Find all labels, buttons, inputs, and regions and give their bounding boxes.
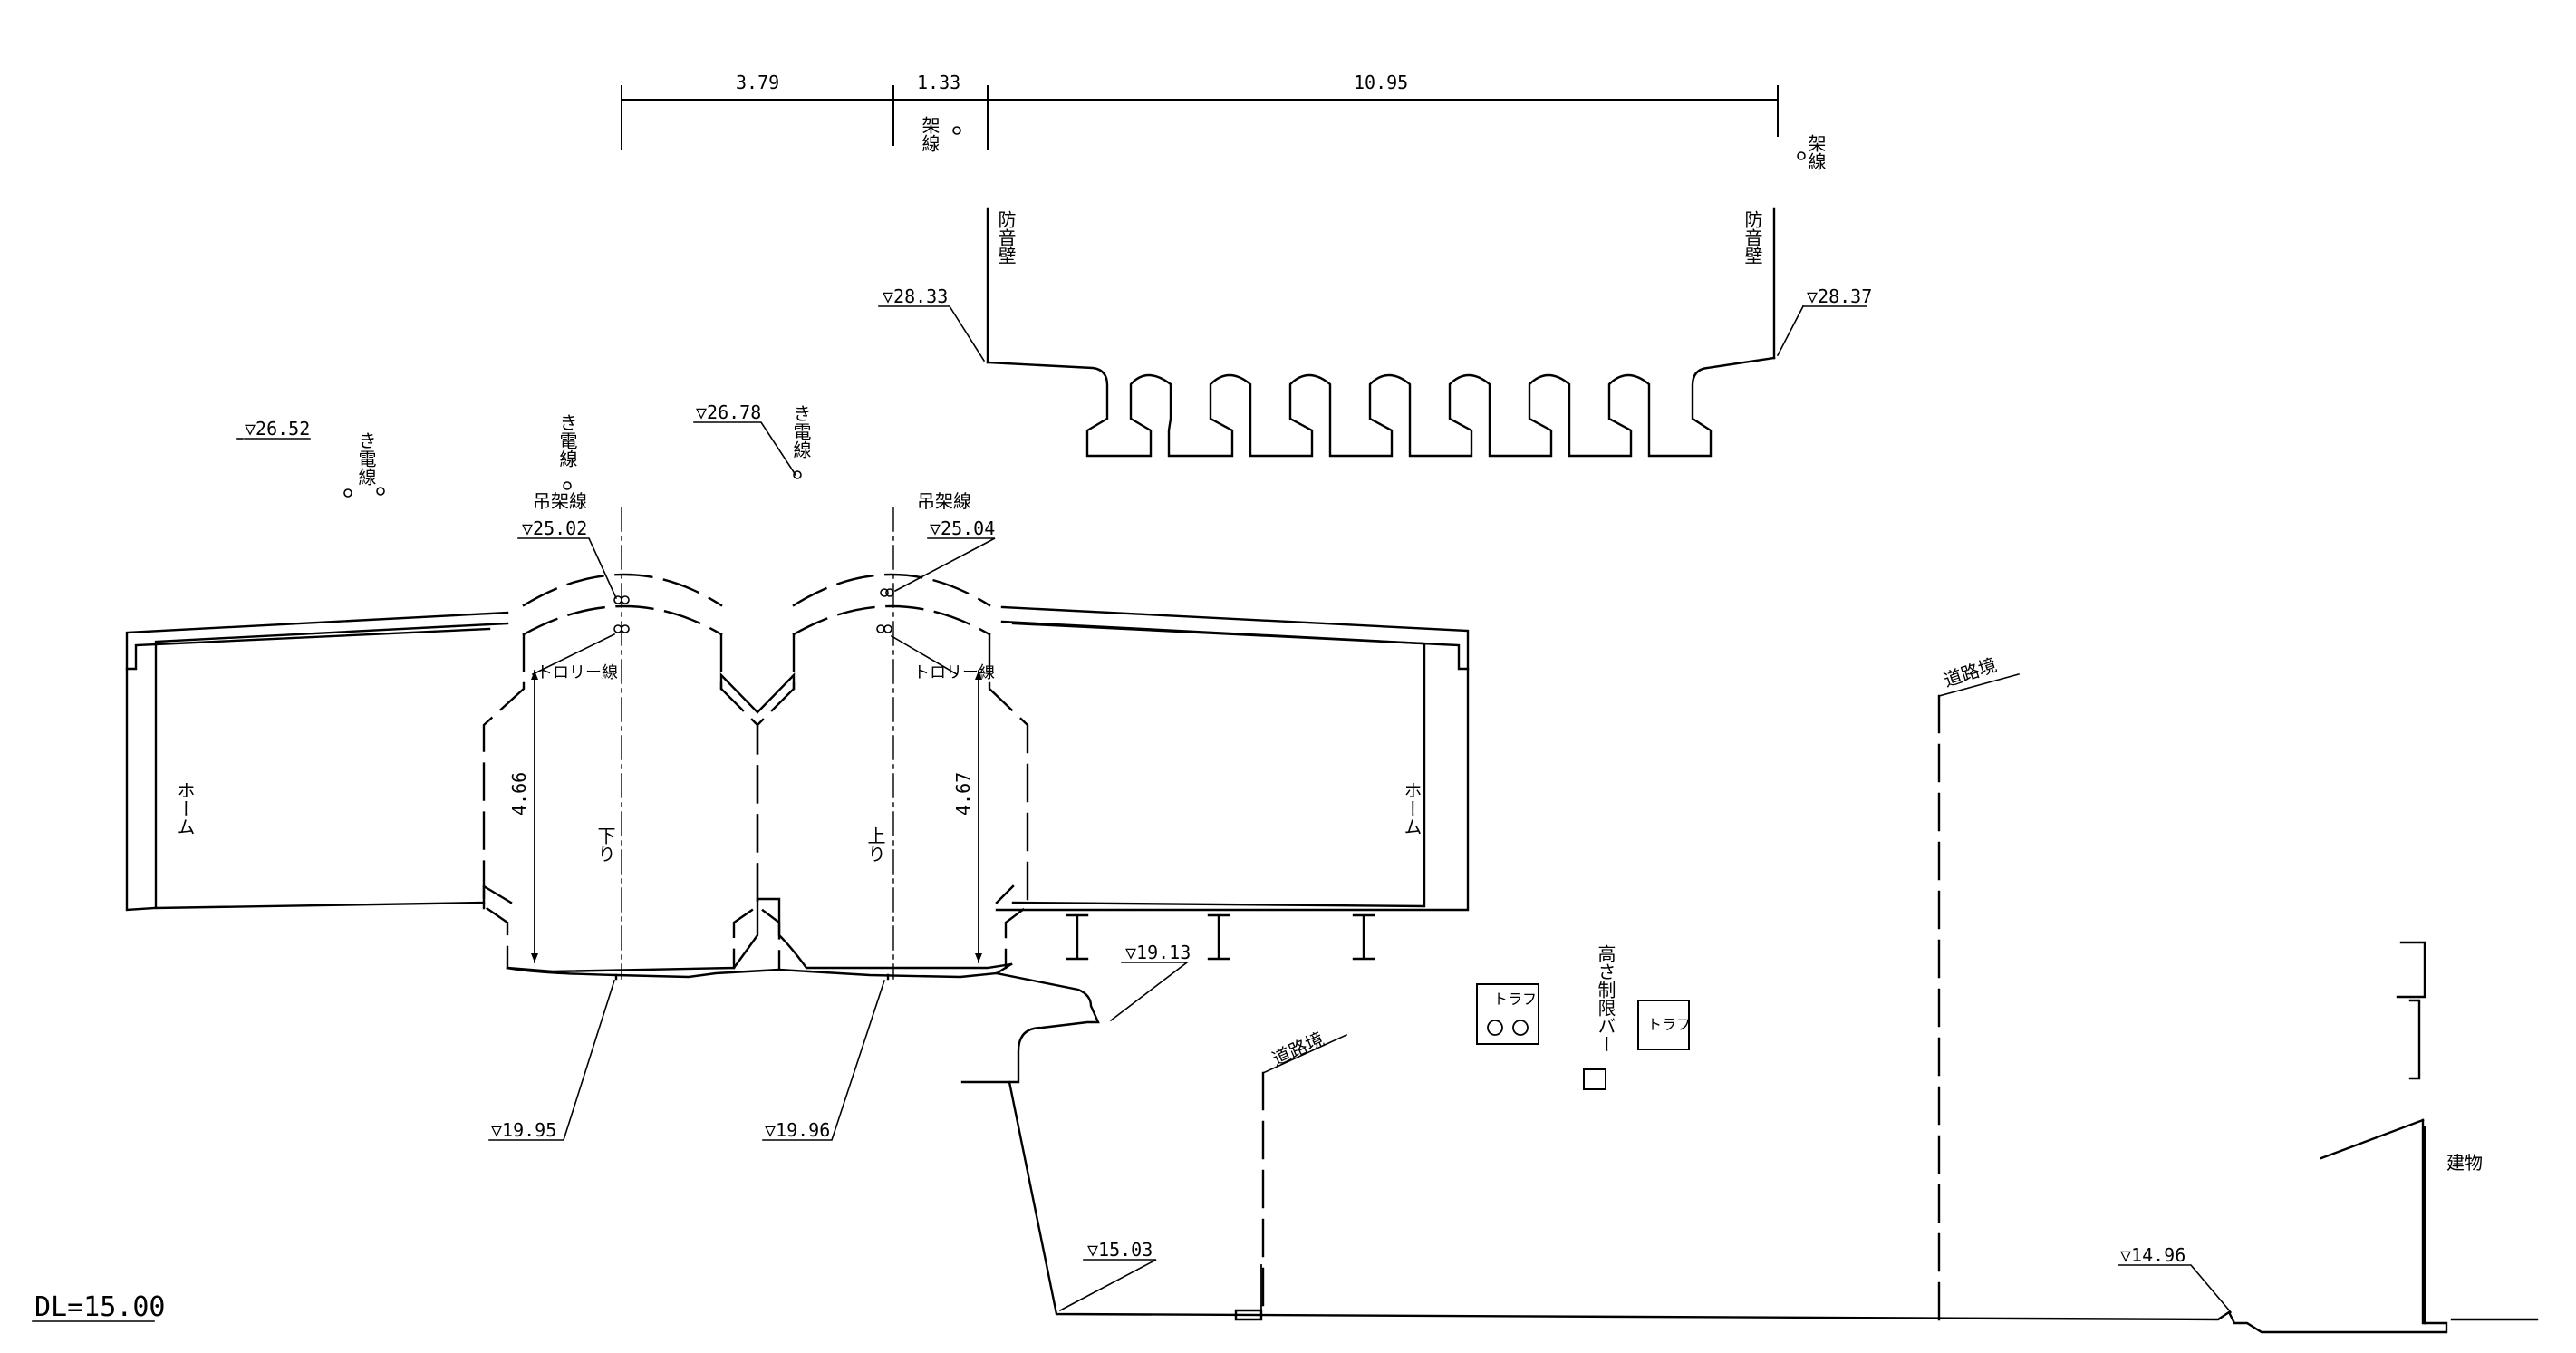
label-boon-right: 防音壁 <box>1741 210 1763 265</box>
label-doro-left: 道路境 <box>1269 1028 1327 1069</box>
track-bed <box>506 672 1013 981</box>
trough-box-1 <box>1476 983 1539 1045</box>
i-beams <box>1066 913 1375 961</box>
label-trolley-left: トロリー線 <box>536 663 618 682</box>
label-kudari: 下り <box>594 826 616 863</box>
gauge-down-track <box>482 573 759 970</box>
label-kasen-right: 架線 <box>1805 134 1827 170</box>
gauge-up-track <box>756 573 1029 970</box>
label-chokasen-left: 吊架線 <box>533 490 587 512</box>
dim-3-79: 3.79 <box>736 72 779 93</box>
label-home-right: ホーム <box>1401 781 1423 836</box>
label-chokasen-right: 吊架線 <box>917 490 971 512</box>
elev-25-04: ▽25.04 <box>930 517 995 539</box>
elev-26-52: ▽26.52 <box>245 418 310 440</box>
label-kidensen-2: き電線 <box>556 413 578 468</box>
label-nobori: 上り <box>864 826 886 863</box>
label-torafu-2: トラフ <box>1647 1016 1691 1033</box>
left-platform <box>125 611 513 912</box>
label-boon-left: 防音壁 <box>995 210 1017 265</box>
dim-1-33: 1.33 <box>917 72 960 93</box>
label-home-left: ホーム <box>174 781 196 836</box>
height-4-67: 4.67 <box>952 772 974 816</box>
elev-28-37: ▽28.37 <box>1807 285 1872 307</box>
elev-28-33: ▽28.33 <box>883 285 948 307</box>
elev-19-96: ▽19.96 <box>765 1119 830 1141</box>
label-kasen-left: 架線 <box>919 116 941 152</box>
label-doro-right: 道路境 <box>1941 653 1999 691</box>
elev-19-13: ▽19.13 <box>1125 942 1191 963</box>
label-height-bar: 高さ制限バー <box>1595 944 1616 1053</box>
height-4-66: 4.66 <box>508 772 530 816</box>
elev-14-96: ▽14.96 <box>2120 1244 2185 1266</box>
elev-26-78: ▽26.78 <box>696 401 761 423</box>
elev-15-03: ▽15.03 <box>1087 1239 1153 1261</box>
elev-25-02: ▽25.02 <box>522 517 587 539</box>
elev-19-95: ▽19.95 <box>491 1119 556 1141</box>
embankment-wall <box>960 971 2539 1334</box>
height-bar-marker <box>1583 1068 1606 1090</box>
label-kidensen-1: き電線 <box>355 431 377 486</box>
road-boundary-left <box>1261 1033 1348 1316</box>
dimension-line-top <box>621 85 1779 150</box>
label-torafu-1: トラフ <box>1493 991 1537 1008</box>
right-platform <box>995 605 1470 912</box>
label-kidensen-3: き電線 <box>790 404 812 459</box>
datum-level: DL=15.00 <box>34 1291 166 1323</box>
road-boundary-right <box>1937 673 2020 1325</box>
label-trolley-right: トロリー線 <box>913 663 995 682</box>
trough-box-2 <box>1637 1000 1690 1050</box>
building-outline <box>2320 941 2426 1325</box>
label-building: 建物 <box>2446 1152 2483 1174</box>
wire-markers <box>343 126 1806 633</box>
upper-viaduct-slab <box>986 207 1776 458</box>
dim-10-95: 10.95 <box>1354 72 1408 93</box>
leader-lines <box>236 304 2233 1314</box>
